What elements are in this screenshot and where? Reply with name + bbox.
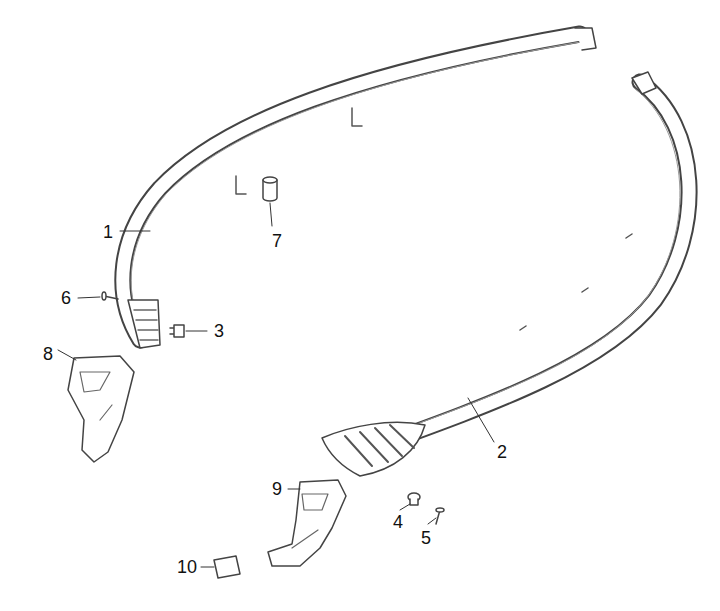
clip-part <box>170 325 184 337</box>
trim-grille <box>128 300 160 348</box>
leader-lines <box>58 203 494 567</box>
callout-number: 5 <box>421 529 431 547</box>
trim-edge <box>131 42 580 336</box>
callout-number: 10 <box>177 558 197 576</box>
cover-detail <box>80 372 112 420</box>
trim-part <box>123 34 580 340</box>
callout-number: 9 <box>272 480 282 498</box>
trim-part <box>360 82 689 452</box>
cover-part <box>68 356 134 462</box>
cap-part <box>214 556 240 578</box>
screw-part <box>102 292 118 300</box>
callout-number: 2 <box>497 443 507 461</box>
trim-grille <box>322 422 425 476</box>
spacer-part <box>263 177 277 201</box>
cover-detail <box>292 494 328 548</box>
callout-number: 7 <box>272 232 282 250</box>
callout-number: 4 <box>393 513 403 531</box>
callout-number: 6 <box>61 289 71 307</box>
callout-number: 1 <box>103 223 113 241</box>
trim-clip <box>520 234 632 330</box>
nut-part <box>408 493 420 505</box>
screw-part <box>436 508 444 524</box>
callout-number: 8 <box>43 345 53 363</box>
trim-edge <box>362 88 680 444</box>
callout-number: 3 <box>214 322 224 340</box>
trim-part <box>123 34 580 340</box>
trim-clip <box>236 108 362 194</box>
cover-part <box>268 480 346 566</box>
trim-end <box>575 28 596 50</box>
grille-slats <box>345 425 414 466</box>
grille-slats <box>134 310 158 340</box>
trim-part <box>360 82 689 452</box>
trim-end <box>632 72 656 94</box>
